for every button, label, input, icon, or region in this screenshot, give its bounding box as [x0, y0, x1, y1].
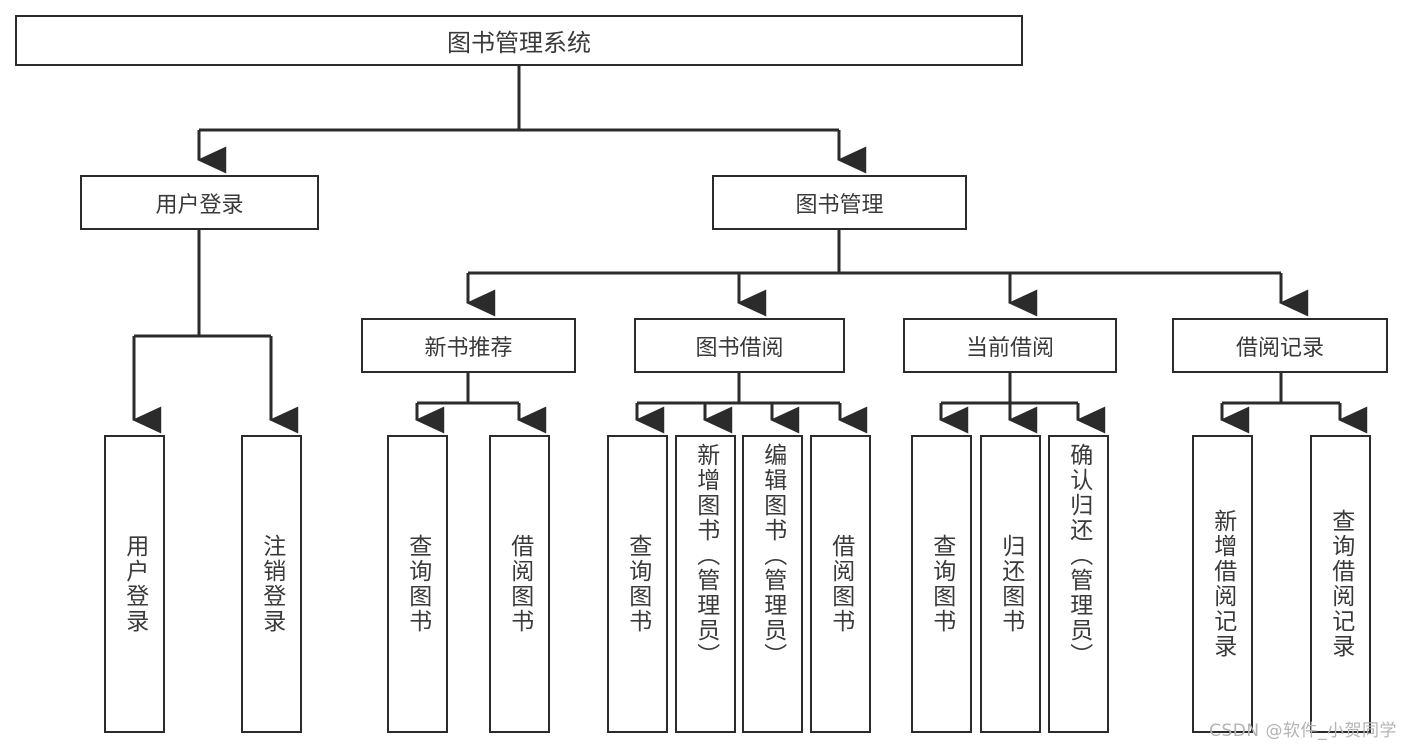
node-borrow-record[interactable]: 借阅记录: [1172, 318, 1388, 373]
leaf-label: 归还图书: [997, 534, 1024, 634]
leaf-label: 查询图书: [404, 534, 431, 634]
leaf-add-book-admin[interactable]: 新增图书（管理员）: [675, 435, 736, 733]
leaf-label: 新增图书（管理员）: [692, 443, 719, 668]
leaf-borrow-book-new[interactable]: 借阅图书: [489, 435, 550, 733]
leaf-borrow-book[interactable]: 借阅图书: [810, 435, 871, 733]
node-current-borrow[interactable]: 当前借阅: [903, 318, 1117, 373]
leaf-label: 新增借阅记录: [1209, 509, 1236, 659]
leaf-add-borrow-record[interactable]: 新增借阅记录: [1192, 435, 1253, 733]
leaf-user-login[interactable]: 用户登录: [104, 435, 165, 733]
leaf-label: 用户登录: [121, 534, 148, 634]
leaf-label: 查询借阅记录: [1327, 509, 1354, 659]
leaf-query-book-current[interactable]: 查询图书: [911, 435, 972, 733]
node-book-borrow[interactable]: 图书借阅: [634, 318, 845, 373]
leaf-query-borrow-record[interactable]: 查询借阅记录: [1310, 435, 1371, 733]
node-book-management[interactable]: 图书管理: [712, 175, 967, 230]
leaf-label: 注销登录: [258, 534, 285, 634]
leaf-query-book-new[interactable]: 查询图书: [387, 435, 448, 733]
leaf-logout[interactable]: 注销登录: [241, 435, 302, 733]
leaf-label: 编辑图书（管理员）: [759, 443, 786, 668]
leaf-return-book[interactable]: 归还图书: [980, 435, 1041, 733]
leaf-label: 借阅图书: [506, 534, 533, 634]
leaf-label: 查询图书: [928, 534, 955, 634]
leaf-label: 查询图书: [624, 534, 651, 634]
leaf-confirm-return-admin[interactable]: 确认归还（管理员）: [1048, 435, 1109, 733]
leaf-label: 确认归还（管理员）: [1065, 443, 1092, 668]
node-new-book-recommend[interactable]: 新书推荐: [361, 318, 576, 373]
leaf-edit-book-admin[interactable]: 编辑图书（管理员）: [742, 435, 803, 733]
node-user-login[interactable]: 用户登录: [80, 175, 319, 230]
leaf-label: 借阅图书: [827, 534, 854, 634]
leaf-query-book-borrow[interactable]: 查询图书: [607, 435, 668, 733]
node-root-system[interactable]: 图书管理系统: [15, 15, 1023, 66]
csdn-watermark: CSDN @软件_小贺同学: [1209, 721, 1397, 741]
